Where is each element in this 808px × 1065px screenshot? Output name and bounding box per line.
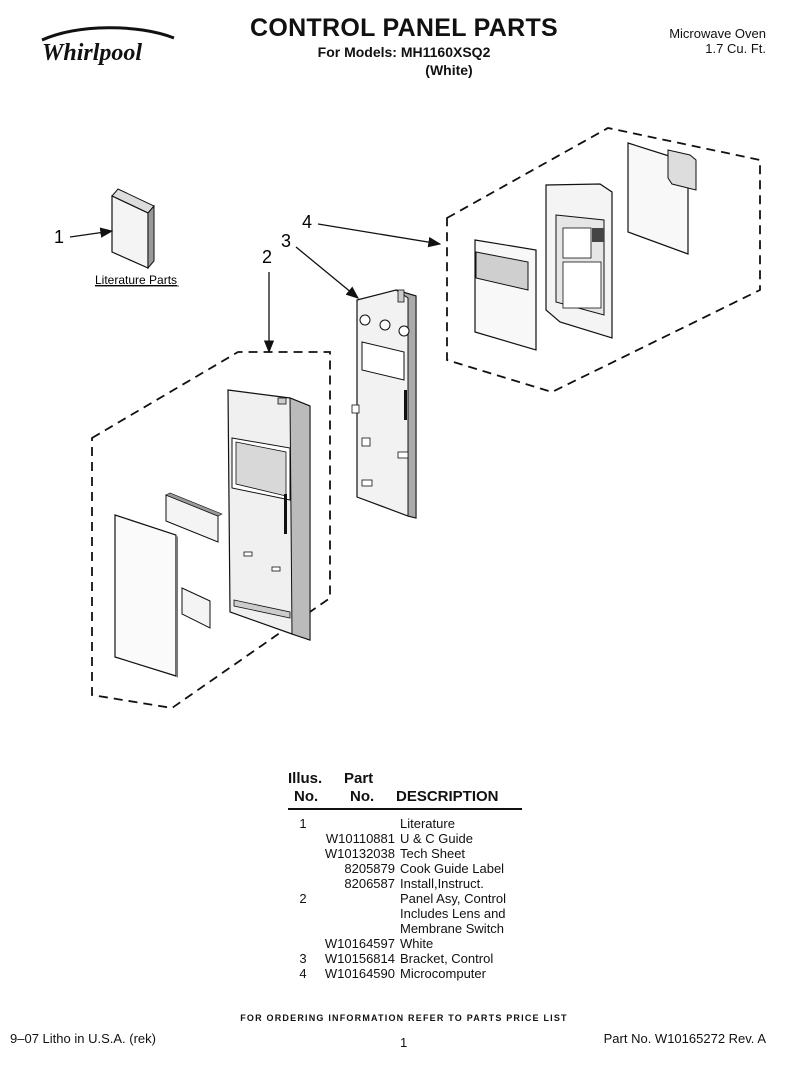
product-capacity: 1.7 Cu. Ft. <box>705 41 766 56</box>
callout-1: 1 <box>54 227 64 247</box>
literature-booklet <box>111 188 155 270</box>
header-rule <box>288 808 522 810</box>
header-illus-top: Illus. <box>288 770 323 787</box>
control-bracket <box>351 289 417 519</box>
header-description: DESCRIPTION <box>396 788 499 805</box>
callout-3: 3 <box>281 231 291 251</box>
page-number: 1 <box>400 1035 408 1050</box>
callout-4: 4 <box>302 212 312 232</box>
dashed-group-microcomputer <box>446 127 761 393</box>
microcomputer-board-front <box>474 239 537 351</box>
membrane-switch <box>165 492 223 629</box>
ordering-notice: FOR ORDERING INFORMATION REFER TO PARTS … <box>240 1013 568 1023</box>
header-part-bottom: No. <box>350 788 375 805</box>
microcomputer-board-back <box>627 142 697 255</box>
brand-wordmark: Whirlpool <box>42 40 142 66</box>
literature-label: Literature Parts <box>95 273 177 287</box>
header-part-top: Part <box>344 770 374 787</box>
header-illus-bottom: No. <box>294 788 319 805</box>
callout-2: 2 <box>262 247 272 267</box>
microcomputer-frame <box>545 183 613 339</box>
document-part-number: Part No. W10165272 Rev. A <box>603 1031 766 1046</box>
lens <box>114 514 178 678</box>
model-color: (White) <box>425 62 473 78</box>
dashed-group-panel <box>91 351 331 709</box>
product-info: Microwave Oven 1.7 Cu. Ft. <box>669 26 766 56</box>
exploded-diagram: 1 2 3 4 Literature Parts <box>54 127 761 709</box>
control-panel-assembly <box>227 389 311 641</box>
whirlpool-logo: Whirlpool <box>41 26 175 66</box>
model-number: For Models: MH1160XSQ2 <box>317 44 491 60</box>
page-title: CONTROL PANEL PARTS <box>249 14 559 42</box>
litho-line: 9–07 Litho in U.S.A. (rek) <box>10 1031 156 1046</box>
product-type: Microwave Oven <box>669 26 766 41</box>
